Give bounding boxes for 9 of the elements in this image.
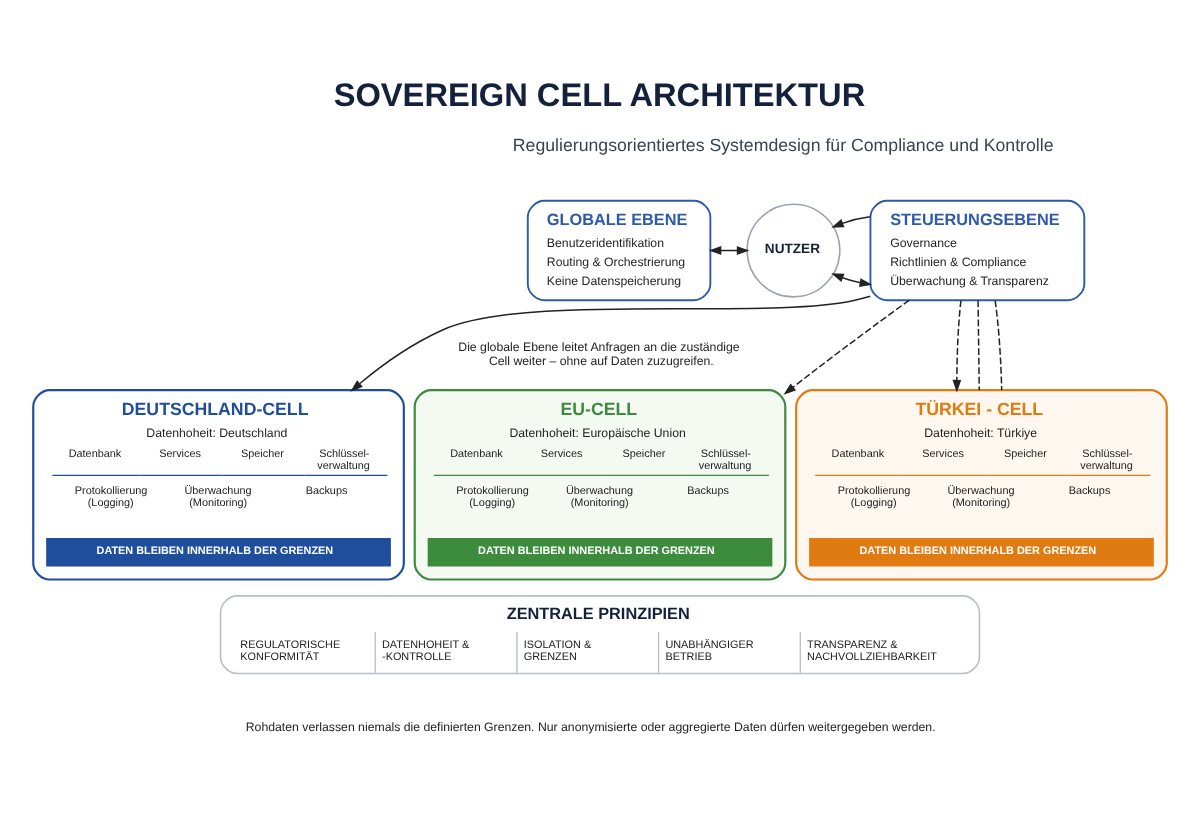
arrow: [952, 299, 962, 393]
diagram-title: SOVEREIGN CELL ARCHITEKTUR: [333, 77, 866, 114]
arrow: [350, 295, 872, 392]
connector: [994, 299, 1003, 391]
arrow: [831, 216, 871, 228]
arrow: [831, 273, 873, 287]
label: Regulierungsorientiertes Systemdesign für Compliance und Kontrolle: [512, 134, 1054, 155]
connector: [977, 299, 980, 391]
arrow: [783, 299, 910, 395]
